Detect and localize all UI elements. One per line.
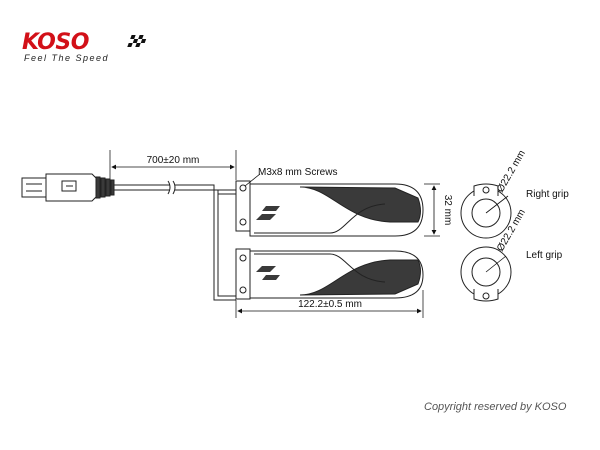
strain-relief	[95, 176, 115, 199]
right-inner-diameter-label: Ø22.2 mm	[495, 149, 528, 195]
left-grip-label: Left grip	[526, 250, 563, 261]
screws-label: M3x8 mm Screws	[258, 167, 337, 178]
right-grip-side-view	[235, 180, 424, 237]
grip-diameter-dimension: 32 mm	[424, 183, 453, 237]
grip-diameter-label: 32 mm	[442, 195, 453, 226]
checkered-flag-icon	[127, 35, 147, 47]
logo-wordmark: KOSO	[22, 30, 89, 55]
koso-logo: KOSO Feel The Speed	[22, 30, 162, 64]
left-grip-side-view	[235, 248, 424, 300]
screws-callout: M3x8 mm Screws	[244, 167, 337, 187]
copyright-notice: Copyright reserved by KOSO	[424, 401, 567, 413]
left-grip-end-view: Ø22.2 mm Left grip	[460, 208, 563, 302]
cable-length-label: 700±20 mm	[147, 155, 200, 166]
usb-connector	[21, 173, 97, 202]
grip-length-dimension: 122.2±0.5 mm	[235, 290, 424, 318]
grip-length-label: 122.2±0.5 mm	[298, 299, 362, 310]
cable-length-dimension: 700±20 mm	[109, 150, 237, 182]
logo-tagline: Feel The Speed	[24, 53, 110, 63]
cable	[114, 180, 240, 301]
right-grip-label: Right grip	[526, 189, 569, 200]
